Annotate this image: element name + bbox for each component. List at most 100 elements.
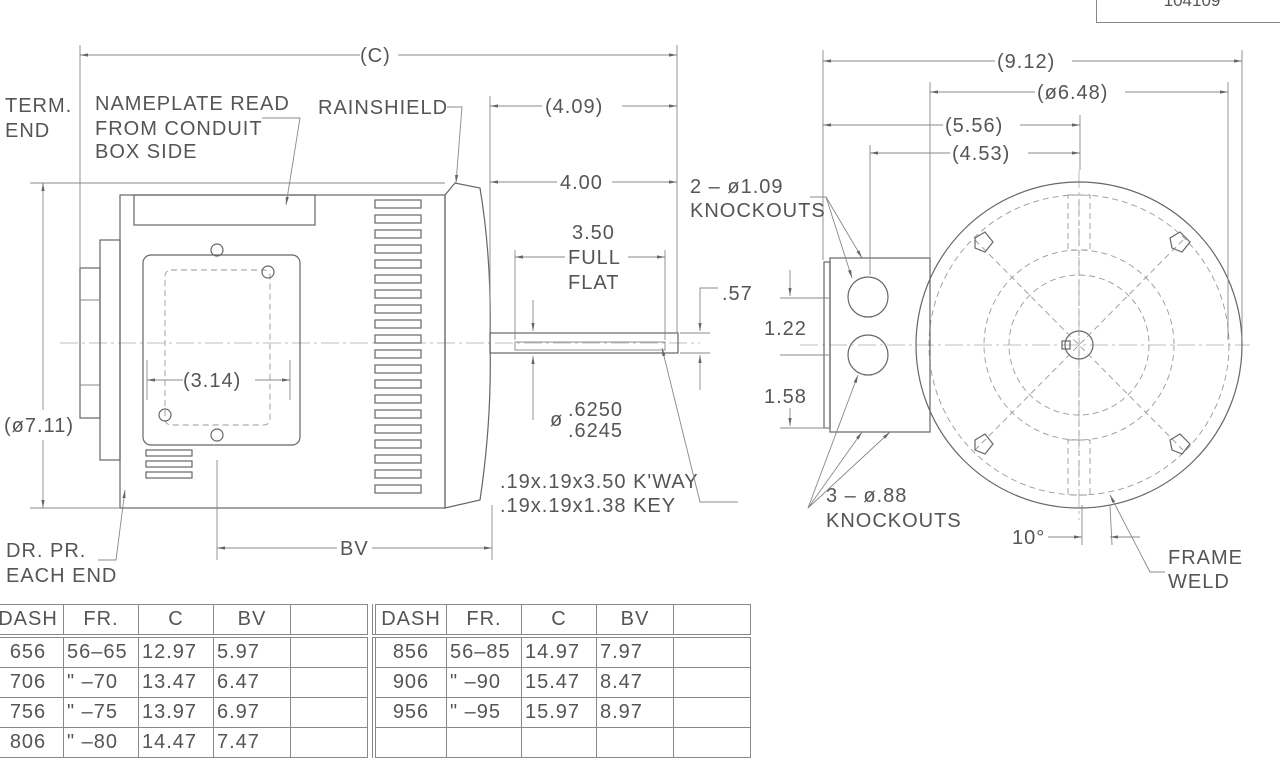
cell: 656: [0, 635, 64, 668]
knockouts-2-label: KNOCKOUTS: [690, 200, 826, 222]
cell: " –90: [446, 667, 522, 698]
dim-158: 1.58: [764, 386, 807, 408]
knockouts-3-label: KNOCKOUTS: [826, 510, 962, 532]
cell: 14.97: [521, 635, 597, 668]
shaft-dia: .6245: [568, 420, 623, 442]
cell: 6.47: [213, 667, 291, 698]
dim-409: (4.09): [545, 96, 603, 118]
knockouts-3-label: 3 – ø.88: [826, 485, 907, 507]
cell: 56–65: [63, 635, 139, 668]
angle-label: 10°: [1012, 527, 1045, 549]
frame-circle: [915, 181, 1243, 509]
end-view: (9.12) (ø6.48) (5.56) (4.53) 2 – ø1.09 K…: [690, 50, 1250, 593]
cell: " –95: [446, 697, 522, 728]
header-cell: DASH: [373, 604, 447, 638]
cell: [446, 727, 522, 758]
cell: " –75: [63, 697, 139, 728]
nameplate-note: BOX SIDE: [95, 141, 197, 163]
dim-314: (3.14): [183, 370, 241, 392]
cell: 12.97: [138, 635, 214, 668]
cell: 706: [0, 667, 64, 698]
side-view: (C) TERM. END NAMEPLATE READ FROM CONDUI…: [4, 45, 753, 587]
dim-453: (4.53): [952, 143, 1010, 165]
motor-drawing: (C) TERM. END NAMEPLATE READ FROM CONDUI…: [4, 45, 1250, 593]
dim-556: (5.56): [945, 115, 1003, 137]
dim-648: (ø6.48): [1037, 82, 1108, 104]
dr-pr-label: DR. PR.: [6, 540, 86, 562]
cell: 13.97: [138, 697, 214, 728]
cell: [521, 727, 597, 758]
cell: 806: [0, 727, 64, 758]
cell: 856: [373, 635, 447, 668]
full-flat-label: FLAT: [568, 272, 619, 294]
header-cell: [290, 604, 368, 638]
knockouts-2-label: 2 – ø1.09: [690, 176, 784, 198]
cell: [596, 727, 674, 758]
cell: 8.47: [596, 667, 674, 698]
cell: [673, 667, 751, 698]
nameplate-note: NAMEPLATE READ: [95, 93, 290, 115]
cell: [290, 635, 368, 668]
cell: 906: [373, 667, 447, 698]
key-label: .19x.19x1.38 KEY: [500, 495, 676, 517]
frame-weld-label: WELD: [1168, 571, 1230, 593]
shaft-dia: .6250: [568, 399, 623, 421]
term-endbell: [99, 239, 121, 461]
frame-weld-label: FRAME: [1168, 547, 1243, 569]
header-cell: C: [521, 604, 597, 638]
dim-bv: BV: [340, 538, 369, 560]
cell: 56–85: [446, 635, 522, 668]
cell: [673, 727, 751, 758]
shaft-dia: ø: [550, 409, 563, 431]
cell: [673, 697, 751, 728]
cell: 15.97: [521, 697, 597, 728]
rainshield-label: RAINSHIELD: [318, 97, 448, 119]
cell: 5.97: [213, 635, 291, 668]
dim-912: (9.12): [997, 51, 1055, 73]
rainshield-shape: [444, 182, 491, 509]
cell: " –80: [63, 727, 139, 758]
cell: 756: [0, 697, 64, 728]
keyway-label: .19x.19x3.50 K'WAY: [500, 471, 699, 493]
dim-c: (C): [360, 45, 391, 67]
full-flat-label: FULL: [568, 247, 621, 269]
header-cell: BV: [213, 604, 291, 638]
header-cell: C: [138, 604, 214, 638]
term-end-hub: [79, 267, 101, 419]
cell: 956: [373, 697, 447, 728]
header-cell: DASH: [0, 604, 64, 638]
table-row: [373, 727, 751, 758]
shaft: [489, 332, 679, 354]
knockout: [847, 276, 889, 318]
cell: [290, 727, 368, 758]
cell: 14.47: [138, 727, 214, 758]
header-cell: FR.: [446, 604, 522, 638]
cell: 8.97: [596, 697, 674, 728]
header-cell: FR.: [63, 604, 139, 638]
cell: [373, 727, 447, 758]
dim-711: (ø7.11): [4, 415, 74, 437]
cell: [673, 635, 751, 668]
cell: 15.47: [521, 667, 597, 698]
vent-slats: [145, 199, 422, 494]
cell: 13.47: [138, 667, 214, 698]
dim-057: .57: [722, 283, 753, 305]
cell: 7.47: [213, 727, 291, 758]
dim-122: 1.22: [764, 318, 807, 340]
full-flat-label: 3.50: [572, 222, 615, 244]
term-end-label: END: [5, 120, 50, 142]
header-cell: BV: [596, 604, 674, 638]
cell: 6.97: [213, 697, 291, 728]
nameplate-note: FROM CONDUIT: [95, 118, 263, 140]
